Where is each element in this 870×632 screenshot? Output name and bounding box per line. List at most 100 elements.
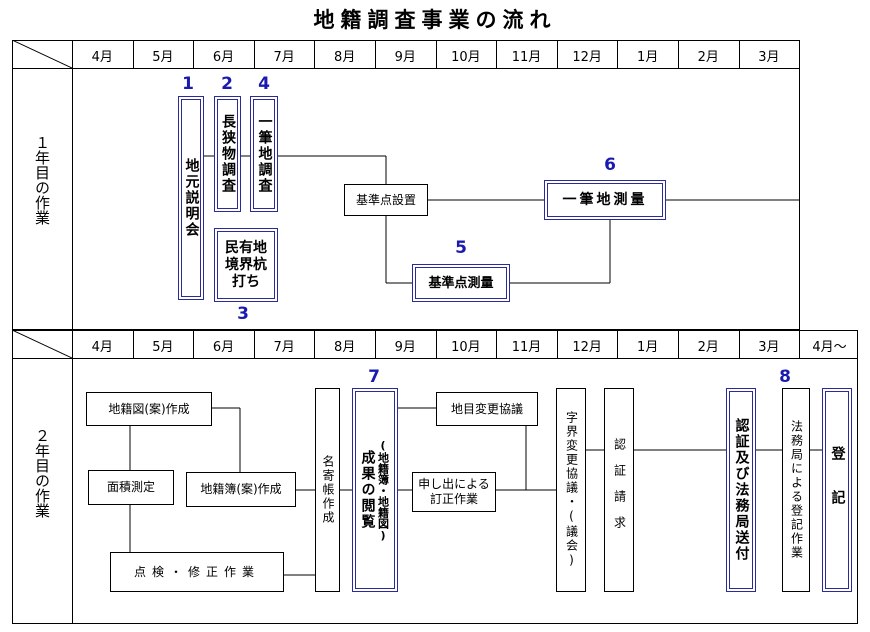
jimoto-setsumeikai-box: 地元説明会 (178, 96, 204, 300)
year1-month-divider (314, 40, 316, 68)
chisekibo-sakusei-box: 地籍簿(案)作成 (186, 472, 296, 507)
year2-month-cell: 10月 (451, 340, 481, 355)
year2-month-divider (132, 330, 134, 358)
year2-month-divider (738, 330, 740, 358)
year2-month-divider (253, 330, 255, 358)
kyokai-kuiuchi-label: 民有地境界杭打ち (225, 239, 267, 290)
year2-corner-diagonal (12, 330, 72, 358)
step-number-5: 5 (455, 238, 467, 258)
year1-month-divider (678, 40, 679, 68)
houmukyoku-touki-box: 法務局による登記作業 (782, 388, 810, 592)
year1-month-divider (435, 40, 437, 68)
menseki-sokutei-label: 面積測定 (106, 480, 155, 494)
ippitsuchi-chosa-box: 一筆地調査 (250, 96, 278, 212)
moushide-teisei-box: 申し出による訂正作業 (412, 472, 496, 512)
year1-month-cell: 5月 (152, 50, 174, 65)
step-number-1: 1 (182, 74, 194, 94)
step-number-6: 6 (604, 155, 616, 175)
year2-month-cell: 4月 (91, 340, 113, 355)
step-number-4: 4 (258, 74, 270, 94)
year1-month-cell: 12月 (572, 50, 602, 65)
tenken-shusei-label: 点検・修正作業 (133, 564, 260, 579)
jimoto-setsumeikai-label: 地元説明会 (183, 158, 200, 238)
kijunten-setchi-box: 基準点設置 (344, 184, 428, 216)
year1-month-cell: 1月 (637, 50, 659, 65)
year2-month-cell: 12月 (572, 340, 602, 355)
year2-header-divider (12, 358, 858, 359)
ippitsuchi-sokuryo-label: 一筆地測量 (562, 191, 648, 208)
chisekibo-sakusei-label: 地籍簿(案)作成 (200, 482, 282, 496)
year2-month-divider (314, 330, 316, 358)
ninsho-soufu-label: 認証及び法務局送付 (733, 418, 750, 562)
year1-month-cell: 4月 (91, 50, 113, 65)
year1-month-cell: 8月 (334, 50, 356, 65)
seika-etsuran-box: 成果の閲覧 (地籍簿・地籍図) (352, 388, 398, 592)
year1-month-divider (556, 40, 558, 68)
touki-box: 登記 (822, 388, 852, 592)
year2-label-text: ２年目の作業 (33, 428, 51, 518)
year1-month-divider (496, 40, 498, 68)
chohyobutsu-chosa-label: 長狭物調査 (220, 114, 236, 194)
touki-label: 登記 (829, 446, 846, 534)
azakai-henko-label: 字界変更協議・(議会) (564, 411, 579, 569)
year1-month-cell: 7月 (273, 50, 295, 65)
year1-month-cell: 11月 (511, 50, 542, 65)
year1-month-cell: 6月 (212, 50, 235, 65)
year1-corner-diagonal (12, 40, 72, 68)
houmukyoku-touki-label: 法務局による登記作業 (789, 420, 804, 560)
moushide-teisei-label: 申し出による訂正作業 (418, 477, 490, 506)
step-number-7: 7 (368, 367, 380, 387)
year1-month-divider (375, 40, 376, 68)
year2-month-cell: 4月～ (812, 340, 847, 355)
year1-month-divider (617, 40, 619, 68)
year2-month-divider (435, 330, 437, 358)
nayosecho-sakusei-label: 名寄帳作成 (321, 455, 335, 525)
seika-etsuran-label: 成果の閲覧 (359, 450, 376, 530)
year2-month-divider (193, 330, 195, 358)
year1-month-divider (253, 40, 255, 68)
chohyobutsu-chosa-box: 長狭物調査 (214, 96, 241, 212)
year2-month-divider (556, 330, 558, 358)
ninsho-soufu-box: 認証及び法務局送付 (726, 388, 756, 592)
year2-month-divider (375, 330, 376, 358)
menseki-sokutei-box: 面積測定 (88, 470, 174, 505)
kyokai-kuiuchi-box: 民有地境界杭打ち (214, 228, 278, 302)
year2-month-divider (799, 330, 801, 358)
ippitsuchi-chosa-label: 一筆地調査 (256, 114, 273, 194)
step-number-2: 2 (221, 74, 233, 94)
year2-section (12, 330, 858, 624)
step-number-3: 3 (237, 304, 249, 324)
year1-section (12, 40, 800, 330)
year1-month-cell: 3月 (758, 50, 780, 65)
year1-label-text: １年目の作業 (33, 135, 51, 225)
year1-month-cell: 10月 (451, 50, 481, 65)
seika-etsuran-sub-label: (地籍簿・地籍図) (376, 438, 390, 542)
ippitsuchi-sokuryo-box: 一筆地測量 (544, 180, 666, 220)
year2-month-cell: 3月 (758, 340, 780, 355)
ninsho-seikyu-label: 認証請求 (612, 438, 627, 542)
year2-month-cell: 2月 (697, 340, 719, 355)
year1-month-divider (132, 40, 134, 68)
year2-month-divider (678, 330, 679, 358)
nayosecho-sakusei-box: 名寄帳作成 (315, 388, 340, 592)
year1-month-divider (738, 40, 740, 68)
step-number-8: 8 (779, 367, 791, 387)
year2-label: ２年目の作業 (27, 428, 57, 523)
page-title: 地籍調査事業の流れ (313, 8, 557, 32)
kijunten-sokuryo-label: 基準点測量 (428, 275, 494, 291)
year1-month-cell: 9月 (394, 50, 416, 65)
year1-label-divider (72, 40, 73, 330)
year2-month-divider (496, 330, 498, 358)
year2-month-cell: 9月 (394, 340, 416, 355)
chimoku-henko-box: 地目変更協議 (436, 392, 538, 426)
year2-month-cell: 1月 (637, 340, 659, 355)
kijunten-setchi-label: 基準点設置 (355, 192, 416, 207)
year2-month-cell: 5月 (152, 340, 174, 355)
year2-month-cell: 7月 (273, 340, 295, 355)
chimoku-henko-label: 地目変更協議 (450, 401, 523, 416)
year1-label: １年目の作業 (27, 135, 57, 230)
year1-header-divider (12, 68, 800, 69)
year2-month-divider (617, 330, 619, 358)
